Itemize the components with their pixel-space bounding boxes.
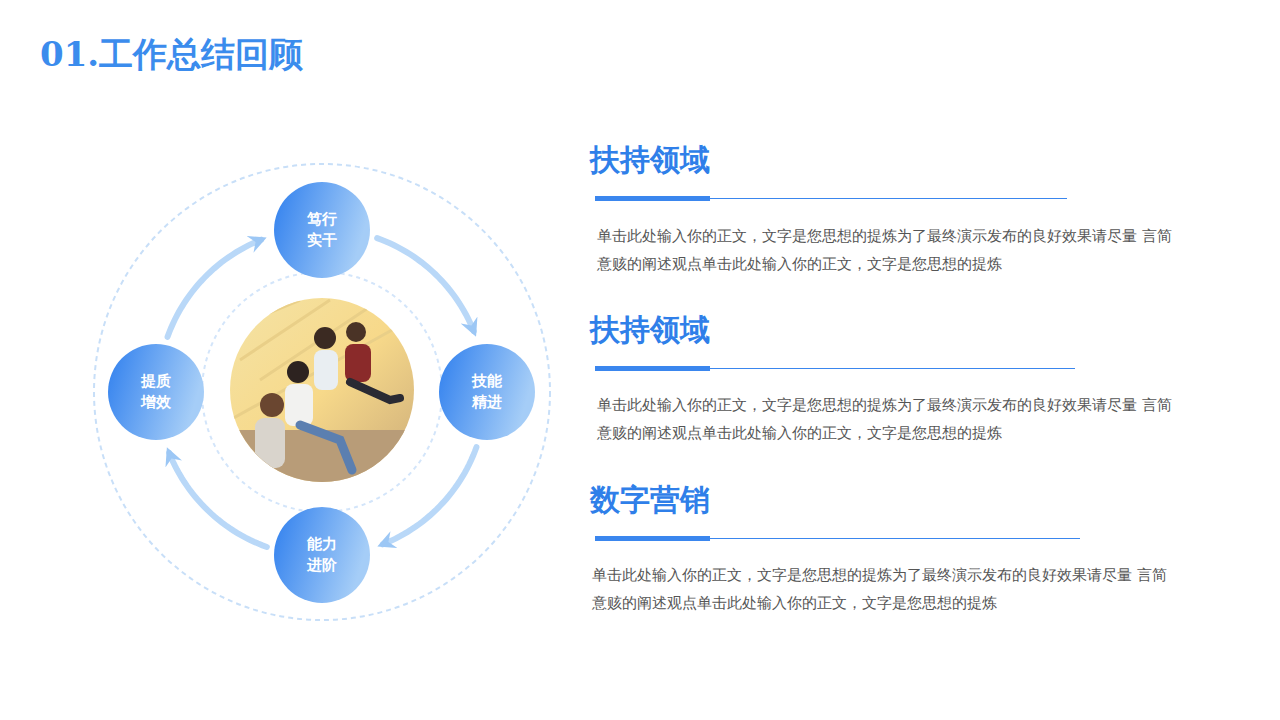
- photo: [228, 296, 418, 490]
- photo-person: [314, 327, 336, 349]
- section-heading: 扶持领域: [590, 310, 710, 351]
- section-heading: 扶持领域: [590, 140, 710, 181]
- outer-dashed-ring: [94, 164, 550, 620]
- stage-label: 技能 精进: [470, 371, 505, 413]
- inner-dashed-ring: [202, 272, 442, 512]
- stage-label: 能力 进阶: [305, 534, 340, 576]
- stage-label: 提质 增效: [139, 371, 174, 413]
- cycle-arrow: [383, 447, 477, 544]
- stage-label: 笃行 实干: [305, 209, 340, 251]
- stage-circle: 技能 精进: [439, 344, 535, 440]
- circle-fill: [439, 344, 535, 440]
- circle-shape: [108, 344, 204, 440]
- photo-person: [300, 425, 352, 470]
- photo-person: [314, 350, 338, 390]
- heading-underline: [595, 536, 710, 541]
- stage-circle: 能力 进阶: [274, 507, 370, 603]
- photo-person: [345, 344, 371, 382]
- page-title: 01.工作总结回顾: [40, 32, 303, 78]
- cycle-arrow: [377, 238, 474, 331]
- circle-fill: [274, 507, 370, 603]
- circle-fill: [108, 344, 204, 440]
- stage-circle: 提质 增效: [108, 344, 204, 440]
- photo-person: [285, 384, 313, 426]
- stage-circle: 笃行 实干: [274, 182, 370, 278]
- heading-underline: [595, 366, 710, 371]
- photo-person: [287, 361, 309, 383]
- photo-person: [255, 418, 285, 468]
- heading-underline: [595, 196, 710, 201]
- section-body: 单击此处输入你的正文，文字是您思想的提炼为了最终演示发布的良好效果请尽量 言简意…: [592, 561, 1172, 617]
- circle-shape: [274, 507, 370, 603]
- circle-fill: [274, 182, 370, 278]
- section-body: 单击此处输入你的正文，文字是您思想的提炼为了最终演示发布的良好效果请尽量 言简意…: [597, 222, 1177, 278]
- heading-rule: [710, 368, 1075, 369]
- section-body: 单击此处输入你的正文，文字是您思想的提炼为了最终演示发布的良好效果请尽量 言简意…: [597, 391, 1177, 447]
- circle-shape: [274, 182, 370, 278]
- section-heading: 数字营销: [590, 480, 710, 521]
- heading-rule: [710, 538, 1080, 539]
- photo-person: [260, 393, 284, 417]
- photo-person: [346, 322, 366, 342]
- circle-shape: [439, 344, 535, 440]
- cycle-arrow: [169, 453, 267, 547]
- heading-rule: [710, 198, 1067, 199]
- cycle-arrow: [168, 240, 262, 337]
- photo-structure: [228, 300, 410, 420]
- photo-person: [350, 382, 400, 400]
